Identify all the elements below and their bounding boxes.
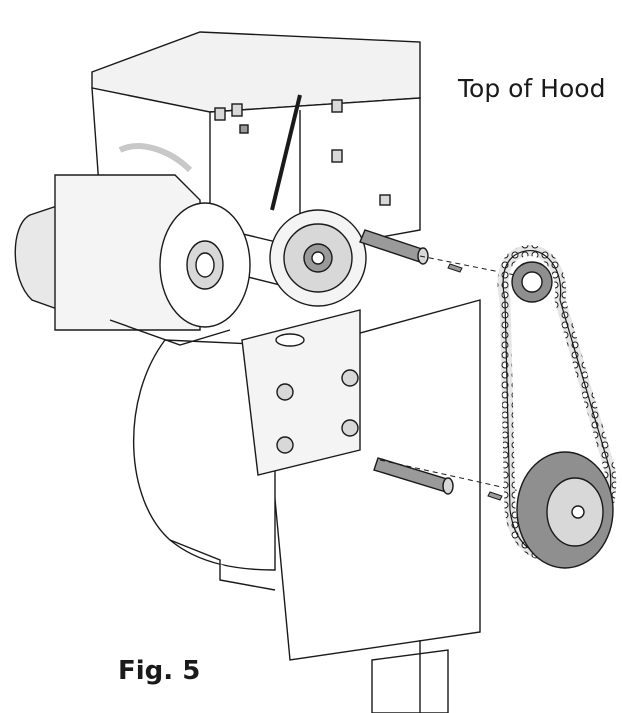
small-sprocket xyxy=(512,262,552,302)
bolt xyxy=(342,370,358,386)
gear-box-face xyxy=(270,210,366,306)
shaft-key xyxy=(448,264,462,272)
bolt xyxy=(342,420,358,436)
large-sprocket xyxy=(517,452,613,568)
figure-caption: Fig. 5 xyxy=(118,656,200,686)
bolt xyxy=(277,437,293,453)
shaft-key xyxy=(488,492,502,500)
bolt xyxy=(277,384,293,400)
mounting-bracket xyxy=(242,310,360,475)
top-of-hood-label: Top of Hood xyxy=(458,74,605,103)
